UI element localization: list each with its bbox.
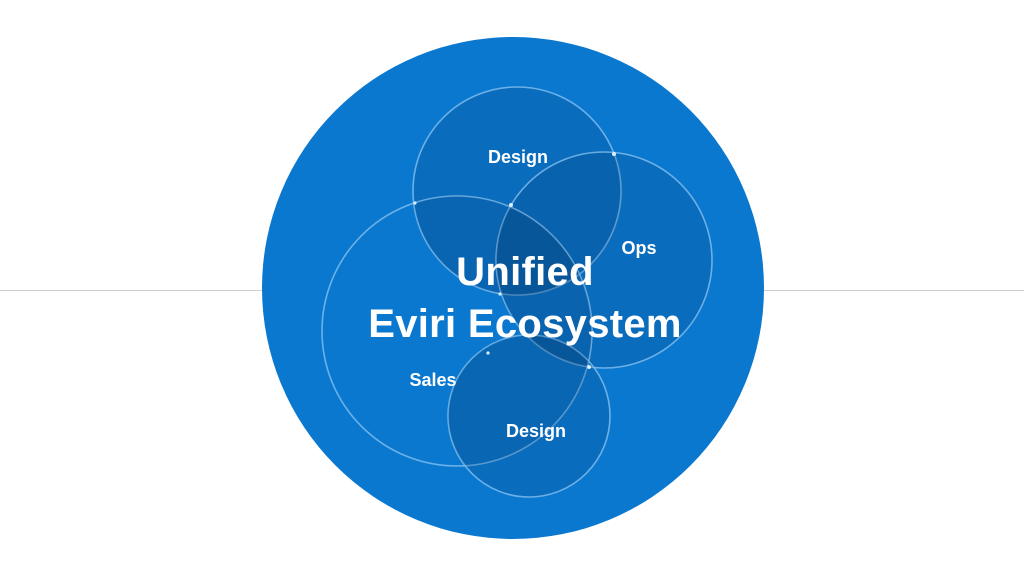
- ops-circle: [495, 151, 713, 369]
- design-bottom-circle: [447, 334, 611, 498]
- design-top-circle: [412, 86, 622, 296]
- title-line-1: Unified: [456, 250, 594, 294]
- sales-circle: [321, 195, 593, 467]
- label-ops: Ops: [621, 238, 657, 258]
- label-design-top: Design: [487, 147, 549, 167]
- label-sales: Sales: [409, 370, 457, 390]
- title-line-2: Eviri Ecosystem: [368, 302, 682, 346]
- outer-ecosystem-circle: [262, 37, 764, 539]
- label-design-bottom: Design: [505, 421, 567, 441]
